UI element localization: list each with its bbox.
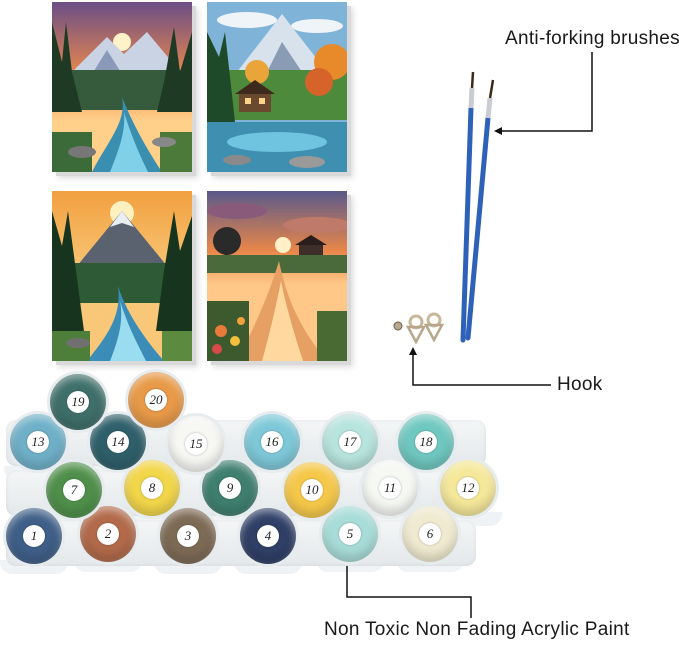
paint-pot-number: 1	[30, 528, 38, 543]
paint-pot-number: 11	[383, 480, 397, 495]
paint-pot-4: 4	[234, 508, 302, 574]
paint-pot-number: 4	[264, 528, 272, 543]
paint-pot-label: 6	[419, 523, 441, 545]
paint-pot-label: 5	[339, 523, 361, 545]
paint-pot-label: 10	[301, 479, 323, 501]
paint-pot-1: 1	[0, 508, 68, 574]
paint-pot-17: 17	[316, 414, 384, 480]
callout-hook: Hook	[557, 374, 603, 395]
paint-pot-number: 9	[226, 480, 234, 495]
paint-pot-number: 17	[343, 434, 357, 449]
paint-pot-number: 13	[31, 434, 45, 449]
paint-pot-label: 14	[107, 431, 129, 453]
paint-pot-number: 5	[346, 526, 354, 541]
paint-pot-15: 15	[162, 416, 230, 482]
paint-pot-label: 15	[185, 433, 207, 455]
paint-pot-5: 5	[316, 506, 384, 572]
paint-pot-14: 14	[84, 414, 152, 480]
paint-pot-19: 19	[44, 374, 112, 440]
paint-pot-number: 2	[104, 526, 112, 541]
paint-pot-number: 6	[426, 526, 434, 541]
paint-pot-number: 19	[71, 394, 85, 409]
paint-pot-label: 13	[27, 431, 49, 453]
paint-pot-number: 3	[184, 528, 192, 543]
paint-pot-label: 7	[63, 479, 85, 501]
paint-pot-3: 3	[154, 508, 222, 574]
paint-pot-number: 20	[149, 392, 163, 407]
paint-pot-6: 6	[396, 506, 464, 572]
paint-pot-label: 20	[145, 389, 167, 411]
callout-paint: Non Toxic Non Fading Acrylic Paint	[324, 619, 630, 640]
paint-pot-10: 10	[278, 462, 346, 528]
painting-mountain-river-sunset	[52, 2, 192, 172]
paint-pot-label: 18	[415, 431, 437, 453]
paint-pot-label: 12	[457, 477, 479, 499]
paint-pot-number: 18	[419, 434, 433, 449]
paint-pot-label: 4	[257, 525, 279, 547]
painting-sunset-marsh	[207, 191, 347, 361]
paint-pot-8: 8	[118, 460, 186, 526]
paint-pot-12: 12	[434, 460, 502, 526]
paint-pot-13: 13	[4, 414, 72, 480]
paint-pot-label: 19	[67, 391, 89, 413]
paint-pot-20: 20	[122, 372, 190, 438]
paint-pot-number: 7	[70, 482, 78, 497]
paint-pot-number: 12	[461, 480, 475, 495]
paint-pot-number: 16	[265, 434, 279, 449]
paint-pot-label: 11	[379, 477, 401, 499]
paint-pot-11: 11	[356, 460, 424, 526]
paint-pot-2: 2	[74, 506, 142, 572]
paint-pot-label: 3	[177, 525, 199, 547]
paint-pot-number: 10	[305, 482, 319, 497]
paint-pot-number: 14	[111, 434, 125, 449]
painting-cabin-autumn	[207, 2, 347, 172]
paint-pot-number: 8	[148, 480, 156, 495]
paint-pot-label: 16	[261, 431, 283, 453]
paint-pot-label: 9	[219, 477, 241, 499]
paint-pot-label: 17	[339, 431, 361, 453]
painting-peak-sunrise	[52, 191, 192, 361]
paint-pot-7: 7	[40, 462, 108, 528]
callout-brushes: Anti-forking brushes	[505, 28, 679, 49]
paint-pot-number: 15	[189, 436, 203, 451]
paint-pot-16: 16	[238, 414, 306, 480]
paint-pot-9: 9	[196, 460, 264, 526]
paint-pot-18: 18	[392, 414, 460, 480]
paint-pot-label: 2	[97, 523, 119, 545]
paint-pot-label: 1	[23, 525, 45, 547]
paint-pot-label: 8	[141, 477, 163, 499]
